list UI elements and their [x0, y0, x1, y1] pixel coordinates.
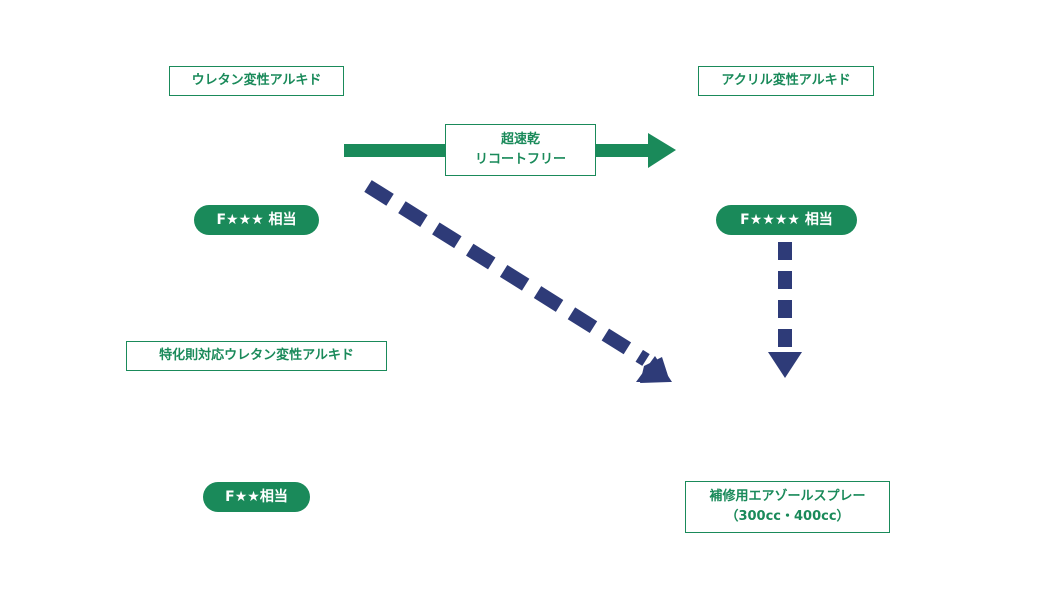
green-arrow-head	[648, 133, 676, 168]
repair-spray-line2: （300cc・400cc）	[725, 509, 850, 524]
diagonal-dashed-arrow-shaft	[364, 180, 650, 366]
node-repair-aerosol-spray: 補修用エアゾールスプレー （300cc・400cc）	[685, 481, 890, 533]
arrow-label-line1: 超速乾	[500, 132, 540, 147]
node-special-urethane-alkyd: 特化則対応ウレタン変性アルキド	[126, 341, 387, 371]
vertical-dashed-arrow-head	[768, 352, 802, 378]
badge-f4: F★★★★ 相当	[716, 205, 857, 235]
badge-f2: F★★相当	[203, 482, 310, 512]
arrow-label-line2: リコートフリー	[474, 152, 566, 167]
diagonal-dashed-arrow-head-tip	[640, 357, 670, 383]
badge-f3: F★★★ 相当	[194, 205, 319, 235]
arrow-label-box: 超速乾 リコートフリー	[445, 124, 596, 176]
node-acrylic-alkyd: アクリル変性アルキド	[698, 66, 874, 96]
node-urethane-alkyd: ウレタン変性アルキド	[169, 66, 344, 96]
repair-spray-line1: 補修用エアゾールスプレー	[709, 489, 866, 504]
